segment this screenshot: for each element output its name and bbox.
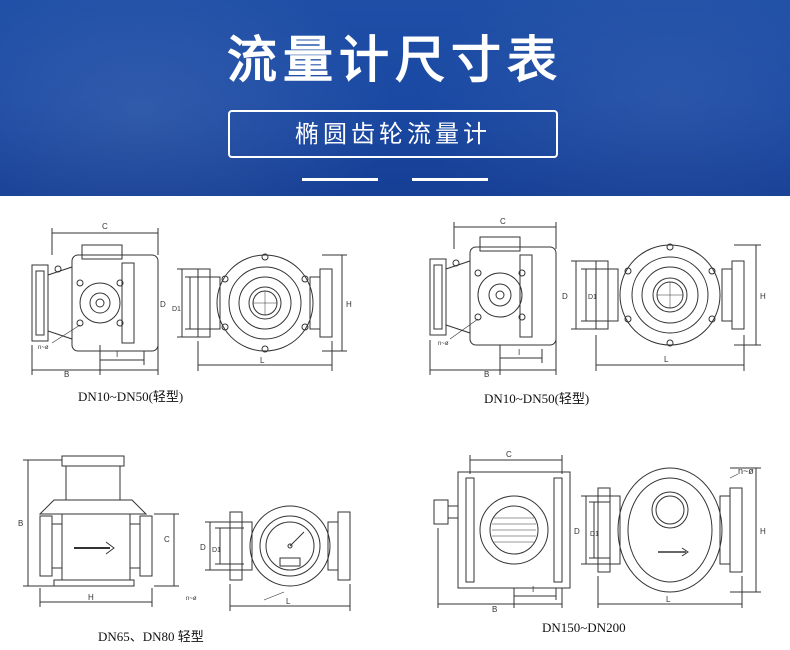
dim-label-d1: D1: [590, 531, 599, 538]
side-view: [23, 455, 179, 607]
diagram-dn10-dn50-light-1: C B I n~ø D: [31, 222, 352, 379]
dim-label-d: D: [574, 527, 580, 536]
side-view: [429, 222, 557, 375]
dim-label-c: C: [102, 222, 108, 231]
front-view: [177, 253, 347, 371]
dim-label-d1: D1: [212, 547, 221, 554]
side-view: [31, 228, 159, 375]
dim-label-b: B: [18, 519, 23, 528]
dim-label-b: B: [484, 370, 489, 379]
dim-label-n: n~ø: [38, 345, 49, 351]
side-view: [433, 455, 571, 608]
dim-label-h: H: [760, 292, 766, 301]
dim-label-h: H: [346, 300, 352, 309]
subtitle-frame: 椭圆齿轮流量计: [228, 110, 558, 158]
dim-label-c: C: [164, 535, 170, 544]
front-view: [205, 505, 351, 611]
dim-label-h: H: [760, 527, 766, 536]
dim-label-b: B: [492, 605, 497, 614]
accent-line-right: [412, 178, 488, 181]
dim-label-d1: D1: [172, 306, 181, 313]
figure-caption-3: DN65、DN80 轻型: [98, 629, 204, 644]
dim-label-i: I: [518, 348, 520, 357]
accent-line-left: [302, 178, 378, 181]
dim-label-d: D: [200, 543, 206, 552]
dim-label-h: H: [88, 593, 94, 602]
page-title: 流量计尺寸表: [227, 31, 563, 89]
dim-label-b: B: [64, 370, 69, 379]
figure-caption-1: DN10~DN50(轻型): [78, 389, 184, 404]
dim-label-l: L: [286, 597, 291, 606]
dim-label-i: I: [116, 350, 118, 359]
dim-label-d: D: [562, 292, 568, 301]
dim-label-l: L: [666, 595, 671, 604]
dim-label-c: C: [506, 450, 512, 459]
dim-label-i: I: [532, 585, 534, 594]
dim-label-d: D: [160, 300, 166, 309]
header-banner: 流量计尺寸表 椭圆齿轮流量计: [0, 0, 790, 196]
diagram-dn150-dn200: C B I n~ø D D1 H L: [433, 450, 766, 614]
dim-label-l: L: [664, 355, 669, 364]
front-view: [571, 243, 761, 371]
dim-label-n: n~ø: [438, 341, 449, 347]
dim-label-l: L: [260, 356, 265, 365]
page-subtitle: 椭圆齿轮流量计: [295, 120, 491, 148]
dim-label-n: n~ø: [738, 466, 754, 476]
dim-label-c: C: [500, 217, 506, 226]
front-view: [581, 467, 761, 608]
figure-caption-4: DN150~DN200: [542, 620, 626, 635]
diagram-dn65-dn80-light: B C H n~ø D D1 L: [18, 455, 351, 611]
dim-label-d1: D1: [588, 294, 597, 301]
dim-label-n: n~ø: [186, 596, 197, 602]
figure-caption-2: DN10~DN50(轻型): [484, 391, 590, 406]
diagram-dn10-dn50-light-2: C B I n~ø D D1: [429, 217, 766, 379]
